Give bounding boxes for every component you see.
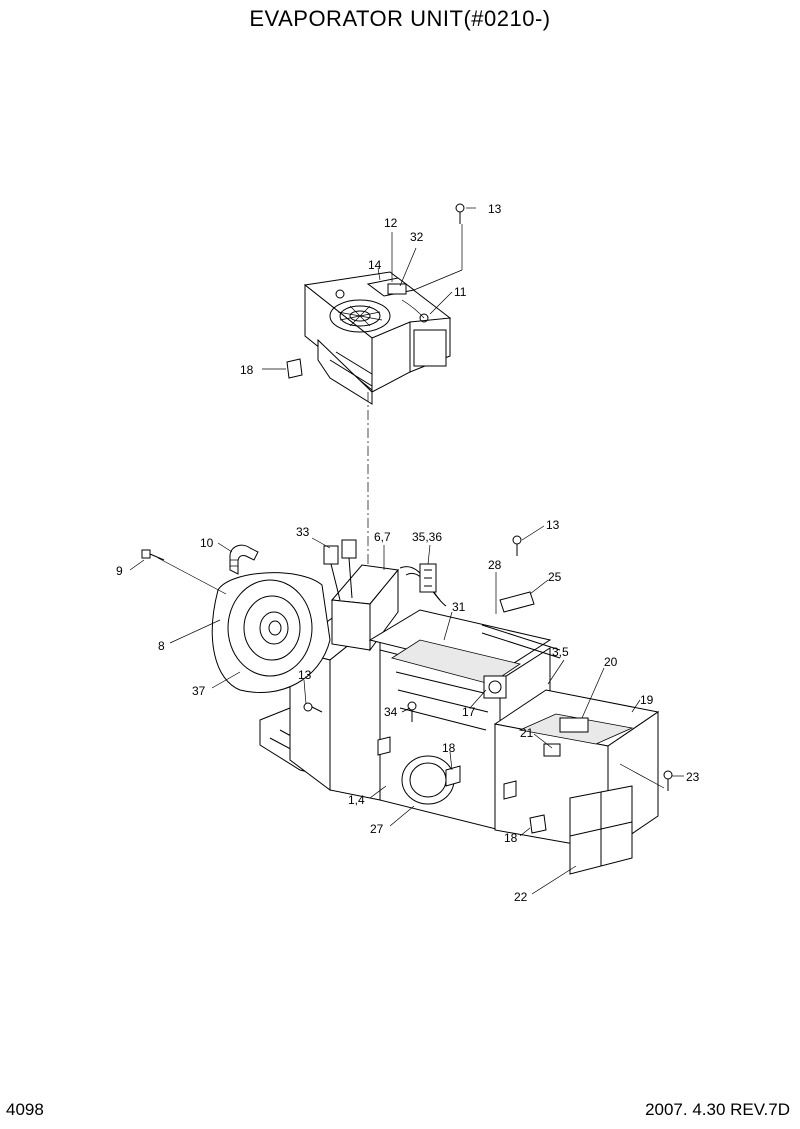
callout-6-7: 6,7: [374, 530, 391, 544]
callout-33: 33: [296, 525, 310, 539]
screw-icon: [512, 535, 522, 556]
callout-37: 37: [192, 684, 206, 698]
callout-34: 34: [384, 705, 398, 719]
screw-icon: [407, 701, 417, 722]
bolt-icon: [141, 549, 165, 561]
screw-icon: [303, 702, 323, 713]
callout-23: 23: [686, 770, 700, 784]
main-evaporator-assembly: [141, 203, 673, 831]
revision-date: 2007. 4.30 REV.7D: [645, 1100, 790, 1119]
page-title: EVAPORATOR UNIT(#0210-): [249, 6, 551, 31]
screw-icon: [455, 203, 465, 224]
callout-28: 28: [488, 558, 502, 572]
callout-20: 20: [604, 655, 618, 669]
callout-32: 32: [410, 230, 424, 244]
callout-1-4: 1,4: [348, 793, 365, 807]
callout-14: 14: [368, 258, 382, 272]
callout-13: 13: [298, 668, 312, 682]
callout-9: 9: [116, 564, 123, 578]
callout-3-5: 3,5: [552, 645, 569, 659]
callout-21: 21: [520, 726, 534, 740]
callout-18: 18: [442, 741, 456, 755]
callout-13: 13: [488, 202, 502, 216]
callout-18: 18: [504, 831, 518, 845]
callout-8: 8: [158, 639, 165, 653]
callout-13: 13: [546, 518, 560, 532]
callout-labels: 13 12 32 14 11 18 33 6,7 35,36 13 10 9 2…: [116, 202, 700, 904]
callout-31: 31: [452, 600, 466, 614]
callout-17: 17: [462, 705, 476, 719]
callout-27: 27: [370, 822, 384, 836]
callout-11: 11: [454, 285, 467, 299]
callout-25: 25: [548, 570, 562, 584]
upper-cover-assembly: [286, 271, 452, 405]
callout-22: 22: [514, 890, 528, 904]
callout-35-36: 35,36: [412, 530, 442, 544]
page-number: 4098: [6, 1100, 44, 1119]
callout-12: 12: [384, 216, 398, 230]
callout-18: 18: [240, 363, 254, 377]
filter-box: [493, 689, 660, 875]
leader-lines: [129, 207, 684, 895]
screw-icon: [663, 770, 673, 791]
callout-10: 10: [200, 536, 214, 550]
blower-housing: [211, 544, 331, 694]
callout-19: 19: [640, 693, 654, 707]
